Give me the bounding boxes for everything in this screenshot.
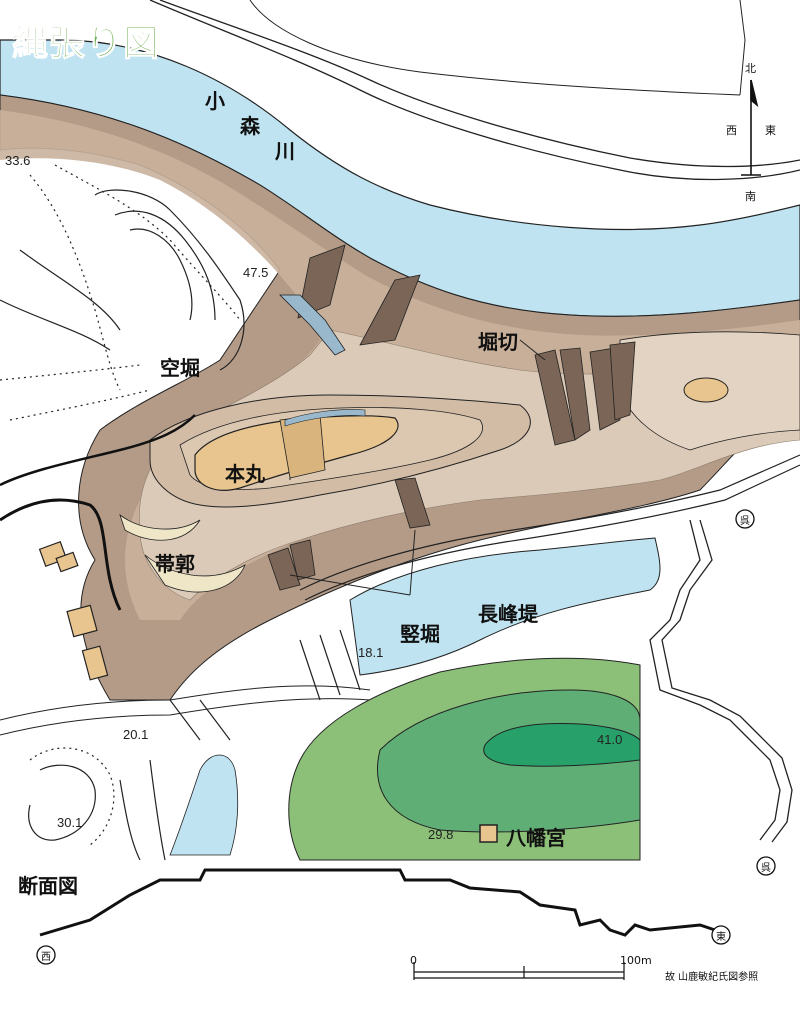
- elevation-30-1: 30.1: [57, 815, 83, 830]
- scale-bar: [413, 962, 625, 980]
- obiguruwa-label: 帯郭: [155, 552, 195, 576]
- elevation-29-8: 29.8: [428, 827, 454, 842]
- compass-east: 東: [765, 124, 776, 137]
- scale-end: 100m: [620, 954, 652, 967]
- compass-south: 南: [745, 190, 756, 203]
- elevation-18-1: 18.1: [358, 645, 384, 660]
- source-note: 故 山鹿敏紀氏図参照: [665, 972, 759, 983]
- river-label-1: 小: [205, 89, 225, 113]
- horikiri: [267, 244, 636, 591]
- karabori-label: 空堀: [160, 356, 200, 380]
- pond-label: 長峰堤: [478, 602, 538, 626]
- tatebori-label: 竪堀: [400, 622, 440, 646]
- marker-right-bottom-text: 呉: [761, 863, 771, 874]
- compass-north: 北: [745, 62, 756, 75]
- shrine-label: 八幡宮: [506, 826, 566, 850]
- marker-west-text: 西: [41, 952, 51, 963]
- section-profile: [39, 868, 716, 937]
- compass-west: 西: [726, 124, 737, 137]
- elevation-20-1: 20.1: [123, 727, 149, 742]
- elevation-33-6: 33.6: [5, 153, 31, 168]
- river-label-3: 川: [275, 139, 295, 163]
- circle-marker-right-bottom: [756, 856, 776, 876]
- pond: [349, 537, 661, 676]
- honmaru-label: 本丸: [225, 462, 265, 486]
- marker-right-top-text: 呉: [740, 516, 750, 527]
- compass: [741, 79, 761, 176]
- map-title: 縄張り図: [11, 23, 161, 65]
- river-label-2: 森: [240, 114, 260, 138]
- horikiri-label: 堀切: [478, 330, 518, 354]
- shrine-marker: [479, 824, 498, 843]
- scale-start: 0: [410, 954, 417, 967]
- circle-marker-east: [711, 925, 731, 945]
- section-title: 断面図: [18, 874, 78, 898]
- elevation-41-0: 41.0: [597, 732, 623, 747]
- elevation-47-5: 47.5: [243, 265, 269, 280]
- circle-marker-right-top: [735, 509, 755, 529]
- marker-east-text: 東: [716, 932, 726, 943]
- circle-marker-west: [36, 945, 56, 965]
